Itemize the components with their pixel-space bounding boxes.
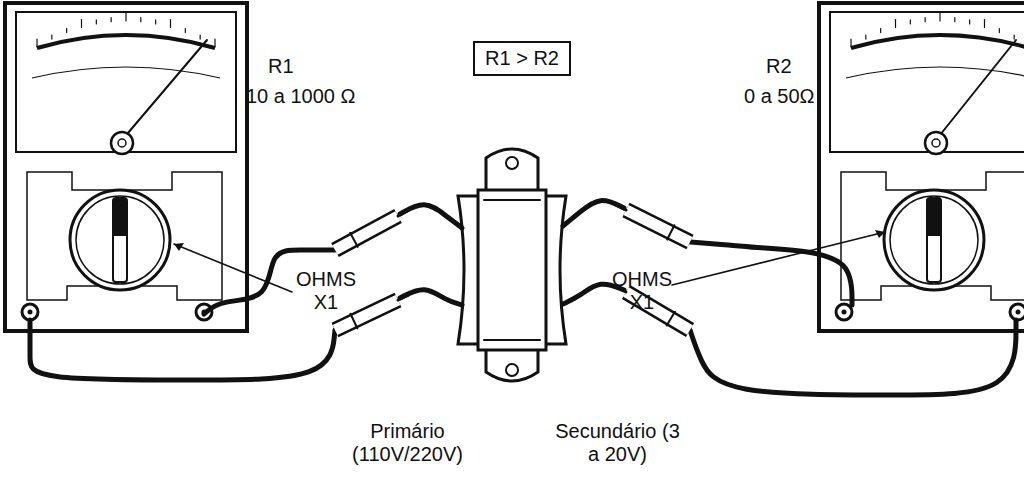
test-probe	[615, 205, 690, 242]
probe-fill	[626, 210, 690, 242]
scale-tick	[200, 35, 201, 39]
probe-ring	[667, 225, 674, 239]
meter-case	[5, 3, 247, 331]
scale-tick	[96, 20, 97, 24]
meter-scale-inner	[32, 67, 220, 78]
node-text: R1 > R2	[485, 47, 559, 70]
scale-tick	[36, 39, 37, 47]
meter-needle	[936, 40, 1016, 140]
transformer	[458, 149, 566, 381]
meter-needle	[122, 40, 207, 140]
range-setting: OHMS X1	[296, 268, 356, 314]
meter-scale	[851, 35, 1024, 48]
scale-tick	[1014, 35, 1015, 39]
scale-tick	[850, 39, 851, 47]
scale-tick	[939, 13, 940, 21]
scale-tick	[999, 29, 1000, 33]
needle-pivot	[111, 132, 133, 154]
transformer-frame	[478, 190, 546, 350]
comparison-box: R1 > R2	[473, 41, 571, 76]
scale-tick	[925, 18, 926, 22]
test-probe	[335, 210, 409, 250]
scale-tick	[865, 35, 866, 39]
probe-tip	[398, 210, 409, 216]
leader-line	[672, 232, 885, 285]
knob-rim	[890, 196, 978, 284]
test-lead-wire	[690, 242, 852, 305]
knob-rim	[76, 196, 164, 284]
probe-ring	[350, 233, 358, 247]
probe-body	[335, 300, 398, 330]
scale-tick	[895, 20, 896, 28]
meter-scale	[37, 35, 215, 48]
terminal-hole	[28, 310, 33, 315]
test-probe	[335, 295, 409, 330]
scale-tick	[51, 35, 52, 39]
meter-window	[16, 12, 236, 152]
scale-tick	[969, 20, 970, 24]
resistance-name: R1	[268, 55, 294, 78]
meter-scale-inner	[846, 67, 1024, 78]
knob-pointer	[927, 198, 941, 282]
meter-terminal	[1010, 304, 1024, 320]
terminal-hole	[1016, 310, 1021, 315]
winding-label: Secundário (3 a 20V)	[550, 420, 685, 466]
scale-tick	[125, 13, 126, 21]
resistance-range: 10 a 1000 Ω	[246, 85, 355, 108]
probe-body	[626, 210, 690, 242]
mounting-hole	[506, 364, 518, 376]
scale-tick	[81, 20, 82, 28]
leader-line	[174, 244, 292, 292]
knob-pointer-mark	[113, 198, 127, 236]
range-setting: OHMS X1	[612, 268, 672, 314]
selector-panel	[27, 172, 222, 300]
probe-ring	[667, 312, 675, 326]
scale-tick	[155, 20, 156, 24]
pivot-screw	[932, 139, 940, 147]
probe-ring	[350, 314, 357, 328]
scale-tick	[910, 20, 911, 24]
test-lead-wire	[400, 205, 462, 228]
terminal-hole	[842, 310, 847, 315]
knob-pointer-mark	[927, 198, 941, 236]
probe-fill	[335, 216, 398, 250]
meter-terminal	[836, 304, 852, 320]
scale-tick	[66, 29, 67, 33]
mounting-hole	[506, 157, 518, 169]
probe-tip	[398, 295, 409, 300]
frame-edge	[484, 339, 540, 341]
test-lead-wire	[690, 320, 1016, 395]
meter-window	[830, 12, 1024, 152]
scale-tick	[984, 20, 985, 28]
test-lead-wire	[400, 290, 462, 305]
pivot-screw	[118, 139, 126, 147]
scale-tick	[111, 18, 112, 22]
resistance-range: 0 a 50Ω	[744, 85, 815, 108]
winding-label: Primário (110V/220V)	[340, 420, 475, 466]
probe-body	[335, 216, 398, 250]
probe-fill	[335, 300, 398, 330]
needle-pivot	[925, 132, 947, 154]
scale-tick	[954, 18, 955, 22]
scale-tick	[185, 29, 186, 33]
leader-arrowhead	[875, 230, 885, 238]
knob-pointer	[113, 198, 127, 282]
scale-tick	[170, 20, 171, 28]
resistance-name: R2	[766, 55, 792, 78]
probe-tip	[615, 205, 626, 210]
selector-knob	[884, 190, 984, 290]
scale-tick	[214, 39, 215, 47]
test-lead-wire	[30, 320, 335, 380]
scale-tick	[880, 29, 881, 33]
frame-edge	[484, 199, 540, 201]
scale-tick	[140, 18, 141, 22]
multimeter	[5, 3, 247, 331]
selector-knob	[70, 190, 170, 290]
leader-arrowhead	[174, 243, 184, 251]
